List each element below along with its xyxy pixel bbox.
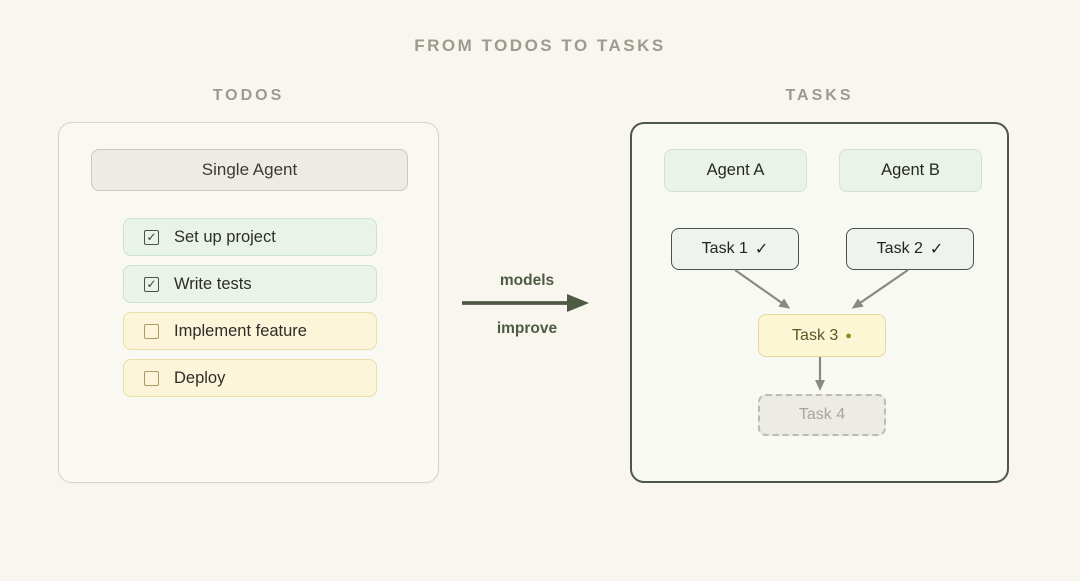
- task-4-box: Task 4: [758, 394, 886, 436]
- agent-a-box: Agent A: [664, 149, 807, 192]
- task-2-box: Task 2 ✓: [846, 228, 974, 270]
- single-agent-label: Single Agent: [201, 160, 298, 179]
- task-1-label: Task 1: [701, 240, 748, 257]
- transition-label-models: models: [499, 272, 555, 289]
- checkbox-checked-icon: ✓: [144, 276, 159, 292]
- todo-item-set-up-project: ✓ Set up project: [123, 218, 377, 256]
- task-done-check-icon: ✓: [929, 241, 944, 258]
- tasks-panel-header: TASKS: [785, 87, 854, 104]
- checkbox-unchecked-icon: [144, 370, 159, 386]
- todos-panel-header: TODOS: [212, 87, 285, 104]
- task-4-label: Task 4: [798, 406, 846, 423]
- todo-item-deploy: Deploy: [123, 359, 377, 397]
- task-in-progress-dot-icon: ●: [845, 329, 852, 342]
- todo-item-label: Implement feature: [174, 321, 307, 340]
- diagram-title: FROM TODOS TO TASKS: [414, 36, 666, 55]
- task-3-label: Task 3: [792, 326, 839, 344]
- agent-b-label: Agent B: [881, 161, 940, 179]
- checkbox-checked-icon: ✓: [144, 229, 159, 245]
- task-done-check-icon: ✓: [754, 241, 769, 258]
- single-agent-box: Single Agent: [91, 149, 408, 191]
- task-2-label: Task 2: [876, 240, 923, 257]
- task-1-box: Task 1 ✓: [671, 228, 799, 270]
- task-3-box: Task 3 ●: [758, 314, 886, 357]
- agent-b-box: Agent B: [839, 149, 982, 192]
- todo-list: ✓ Set up project ✓ Write tests Implement…: [123, 218, 377, 406]
- transition-label-improve: improve: [496, 320, 558, 337]
- tasks-panel: Agent A Agent B Task 1 ✓ Task 2 ✓ Task 3…: [630, 122, 1009, 483]
- todos-panel: Single Agent ✓ Set up project ✓ Write te…: [58, 122, 439, 483]
- todo-item-label: Deploy: [174, 368, 226, 387]
- todo-item-label: Write tests: [174, 274, 252, 293]
- todo-item-implement-feature: Implement feature: [123, 312, 377, 350]
- checkbox-unchecked-icon: [144, 323, 159, 339]
- todo-item-label: Set up project: [174, 227, 276, 246]
- agent-a-label: Agent A: [706, 161, 765, 179]
- todo-item-write-tests: ✓ Write tests: [123, 265, 377, 303]
